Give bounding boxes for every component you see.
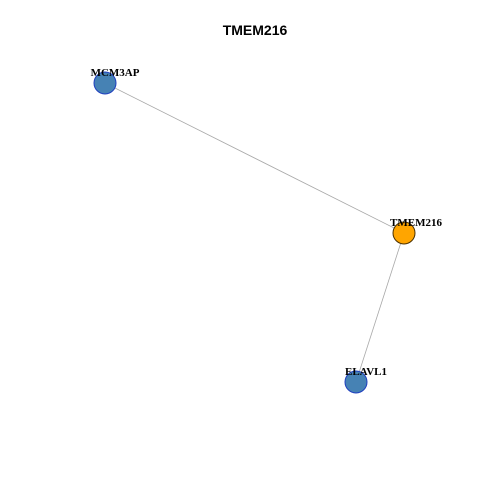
graph-title: TMEM216	[223, 22, 288, 38]
node-circle-tmem216[interactable]	[392, 221, 416, 245]
node-circle-elavl1[interactable]	[344, 370, 368, 394]
node-label-mcm3ap: MCM3AP	[91, 67, 140, 79]
nodes-layer: TMEM216 MCM3AP ELAVL1	[91, 67, 442, 394]
edges-layer	[104, 82, 405, 383]
node-tmem216[interactable]: TMEM216	[390, 217, 442, 245]
node-label-elavl1: ELAVL1	[345, 366, 387, 378]
edge-tmem216-elavl1	[355, 232, 405, 383]
node-elavl1[interactable]: ELAVL1	[344, 366, 387, 394]
node-mcm3ap[interactable]: MCM3AP	[91, 67, 140, 95]
edge-mcm3ap-tmem216	[104, 82, 405, 234]
node-circle-mcm3ap[interactable]	[93, 71, 117, 95]
node-label-tmem216: TMEM216	[390, 217, 442, 229]
